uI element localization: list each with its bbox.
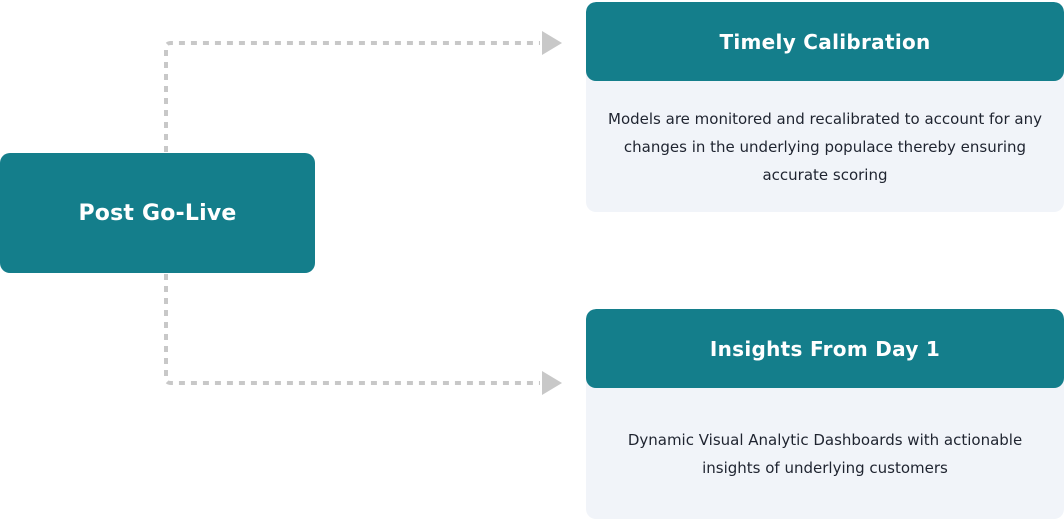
branch-card-timely-calibration: Timely Calibration Models are monitored … — [586, 2, 1064, 212]
arrowhead-top-icon — [542, 31, 562, 55]
source-node: Post Go-Live — [0, 153, 315, 273]
branch-title: Timely Calibration — [719, 29, 931, 54]
source-label: Post Go-Live — [78, 200, 237, 226]
branch-card-body: Models are monitored and recalibrated to… — [586, 81, 1064, 212]
connector-top — [164, 41, 540, 152]
branch-card-body: Dynamic Visual Analytic Dashboards with … — [586, 388, 1064, 519]
connector-bottom — [164, 274, 540, 385]
branch-card-header: Timely Calibration — [586, 2, 1064, 81]
branch-card-insights-from-day-1: Insights From Day 1 Dynamic Visual Analy… — [586, 309, 1064, 519]
branch-description: Models are monitored and recalibrated to… — [608, 109, 1042, 184]
branch-description: Dynamic Visual Analytic Dashboards with … — [627, 430, 1023, 477]
branch-title: Insights From Day 1 — [709, 336, 941, 361]
branch-card-header: Insights From Day 1 — [586, 309, 1064, 388]
arrowhead-bottom-icon — [542, 371, 562, 395]
